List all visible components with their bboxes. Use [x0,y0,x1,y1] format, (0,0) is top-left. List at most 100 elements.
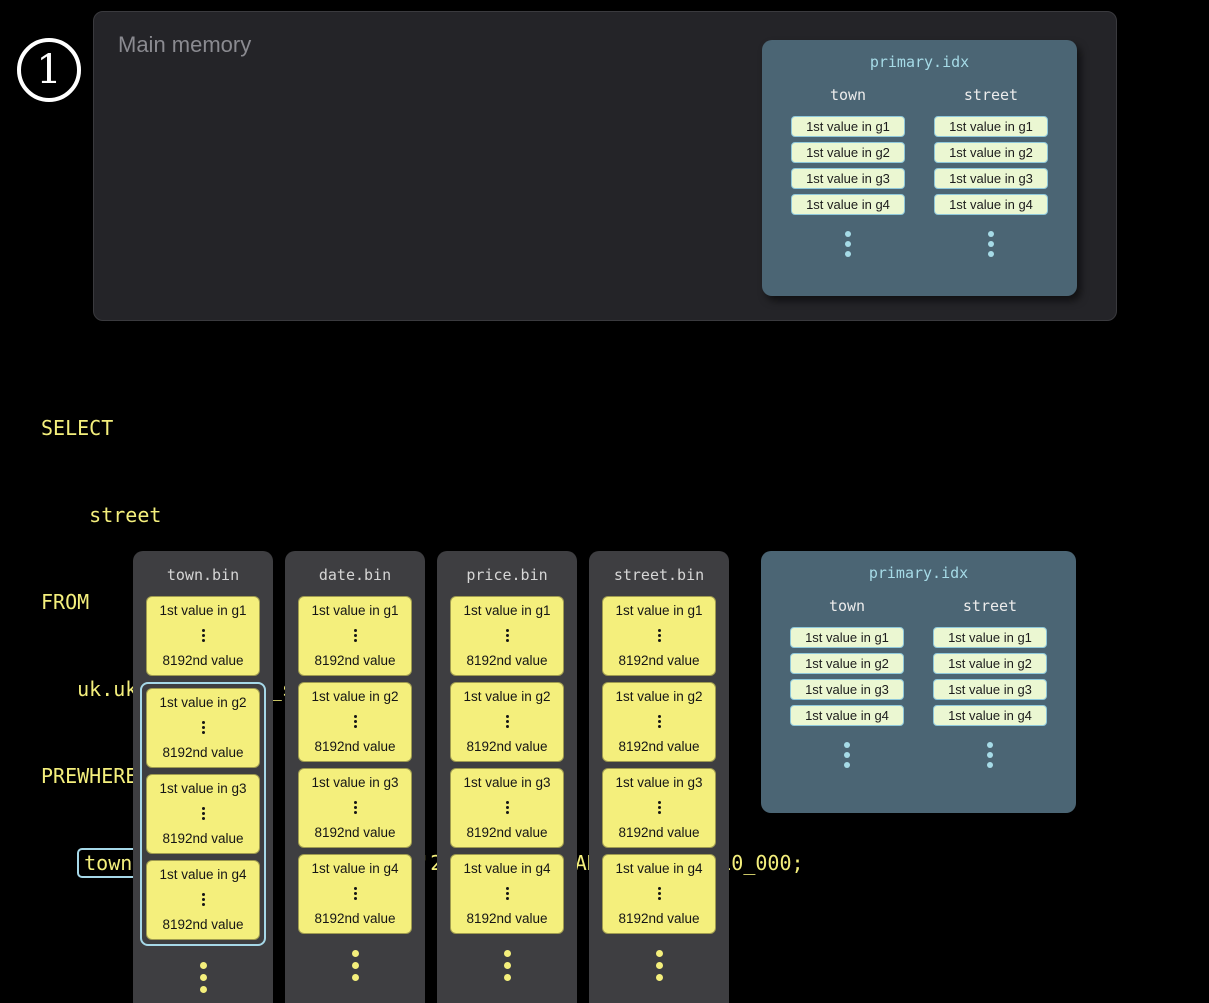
sql-line-select-column: street [41,501,804,530]
index-mark: 1st value in g4 [790,705,904,726]
granule-first-value: 1st value in g2 [159,695,246,710]
granule-last-value: 8192nd value [618,911,699,926]
granule-first-value: 1st value in g3 [463,775,550,790]
column-name: street [963,597,1017,615]
index-mark: 1st value in g3 [933,679,1047,700]
primary-idx-panel-top: primary.idx town 1st value in g1 1st val… [762,40,1077,296]
granule-last-value: 8192nd value [162,653,243,668]
vertical-ellipsis-icon [988,231,994,237]
granule-first-value: 1st value in g3 [615,775,702,790]
index-mark: 1st value in g1 [934,116,1048,137]
index-mark: 1st value in g3 [791,168,905,189]
step-number: 1 [36,50,61,90]
granule-block: 1st value in g1 8192nd value [602,596,716,676]
column-file-date-bin: date.bin 1st value in g1 8192nd value 1s… [285,551,425,1003]
bin-title: town.bin [167,566,239,584]
granule-first-value: 1st value in g2 [463,689,550,704]
column-name: town [829,597,865,615]
main-memory-label: Main memory [118,32,251,58]
granule-block: 1st value in g1 8192nd value [298,596,412,676]
granule-last-value: 8192nd value [466,653,547,668]
vertical-ellipsis-icon [202,807,205,810]
bin-body: 1st value in g1 8192nd value 1st value i… [602,596,716,957]
index-mark: 1st value in g1 [933,627,1047,648]
granule-block: 1st value in g4 8192nd value [146,860,260,940]
granule-last-value: 8192nd value [162,745,243,760]
column-file-town-bin: town.bin 1st value in g1 8192nd value 1s… [133,551,273,1003]
vertical-ellipsis-icon [202,893,205,896]
sql-condition-indent [41,851,77,875]
index-mark: 1st value in g2 [790,653,904,674]
granule-first-value: 1st value in g2 [311,689,398,704]
granule-block: 1st value in g2 8192nd value [450,682,564,762]
granule-last-value: 8192nd value [466,825,547,840]
granule-last-value: 8192nd value [618,739,699,754]
granule-block: 1st value in g4 8192nd value [602,854,716,934]
index-mark: 1st value in g1 [791,116,905,137]
vertical-ellipsis-icon [354,887,357,890]
vertical-ellipsis-icon [352,950,359,957]
sql-line-select: SELECT [41,414,804,443]
selected-granules-highlight: 1st value in g2 8192nd value 1st value i… [140,682,266,946]
index-mark: 1st value in g4 [933,705,1047,726]
vertical-ellipsis-icon [506,801,509,804]
index-mark: 1st value in g3 [790,679,904,700]
vertical-ellipsis-icon [506,629,509,632]
bin-body: 1st value in g1 8192nd value 1st value i… [298,596,412,957]
primary-idx-columns: town 1st value in g1 1st value in g2 1st… [761,597,1076,748]
vertical-ellipsis-icon [987,742,993,748]
bin-title: price.bin [466,566,547,584]
vertical-ellipsis-icon [658,715,661,718]
granule-first-value: 1st value in g4 [311,861,398,876]
vertical-ellipsis-icon [845,231,851,237]
primary-idx-title: primary.idx [869,564,968,582]
vertical-ellipsis-icon [202,629,205,632]
vertical-ellipsis-icon [844,742,850,748]
main-memory-panel: Main memory primary.idx town 1st value i… [93,11,1117,321]
vertical-ellipsis-icon [506,715,509,718]
vertical-ellipsis-icon [658,801,661,804]
granule-last-value: 8192nd value [618,653,699,668]
granule-last-value: 8192nd value [314,653,395,668]
granule-block: 1st value in g3 8192nd value [450,768,564,848]
column-file-street-bin: street.bin 1st value in g1 8192nd value … [589,551,729,1003]
granule-last-value: 8192nd value [466,911,547,926]
step-number-badge: 1 [17,38,81,102]
granule-block: 1st value in g2 8192nd value [146,688,260,768]
granule-first-value: 1st value in g3 [159,781,246,796]
granule-last-value: 8192nd value [162,831,243,846]
granule-first-value: 1st value in g1 [615,603,702,618]
index-mark: 1st value in g4 [934,194,1048,215]
granule-first-value: 1st value in g1 [159,603,246,618]
granule-first-value: 1st value in g4 [615,861,702,876]
granule-block: 1st value in g3 8192nd value [298,768,412,848]
granule-block: 1st value in g3 8192nd value [146,774,260,854]
granule-first-value: 1st value in g3 [311,775,398,790]
granule-last-value: 8192nd value [162,917,243,932]
vertical-ellipsis-icon [354,629,357,632]
granule-last-value: 8192nd value [314,911,395,926]
column-name: street [964,86,1018,104]
granule-block: 1st value in g2 8192nd value [298,682,412,762]
primary-idx-street-column: street 1st value in g1 1st value in g2 1… [933,597,1047,748]
index-mark: 1st value in g2 [933,653,1047,674]
vertical-ellipsis-icon [506,887,509,890]
bin-title: street.bin [614,566,704,584]
granule-block: 1st value in g1 8192nd value [146,596,260,676]
granule-block: 1st value in g4 8192nd value [450,854,564,934]
index-mark: 1st value in g1 [790,627,904,648]
primary-idx-street-column: street 1st value in g1 1st value in g2 1… [934,86,1048,237]
index-mark: 1st value in g4 [791,194,905,215]
granule-block: 1st value in g4 8192nd value [298,854,412,934]
granule-first-value: 1st value in g4 [463,861,550,876]
column-file-price-bin: price.bin 1st value in g1 8192nd value 1… [437,551,577,1003]
granule-first-value: 1st value in g1 [463,603,550,618]
granule-block: 1st value in g1 8192nd value [450,596,564,676]
granule-first-value: 1st value in g2 [615,689,702,704]
vertical-ellipsis-icon [354,715,357,718]
index-mark: 1st value in g3 [934,168,1048,189]
bin-body: 1st value in g1 8192nd value 1st value i… [450,596,564,957]
granule-last-value: 8192nd value [618,825,699,840]
primary-idx-panel-bottom: primary.idx town 1st value in g1 1st val… [761,551,1076,813]
